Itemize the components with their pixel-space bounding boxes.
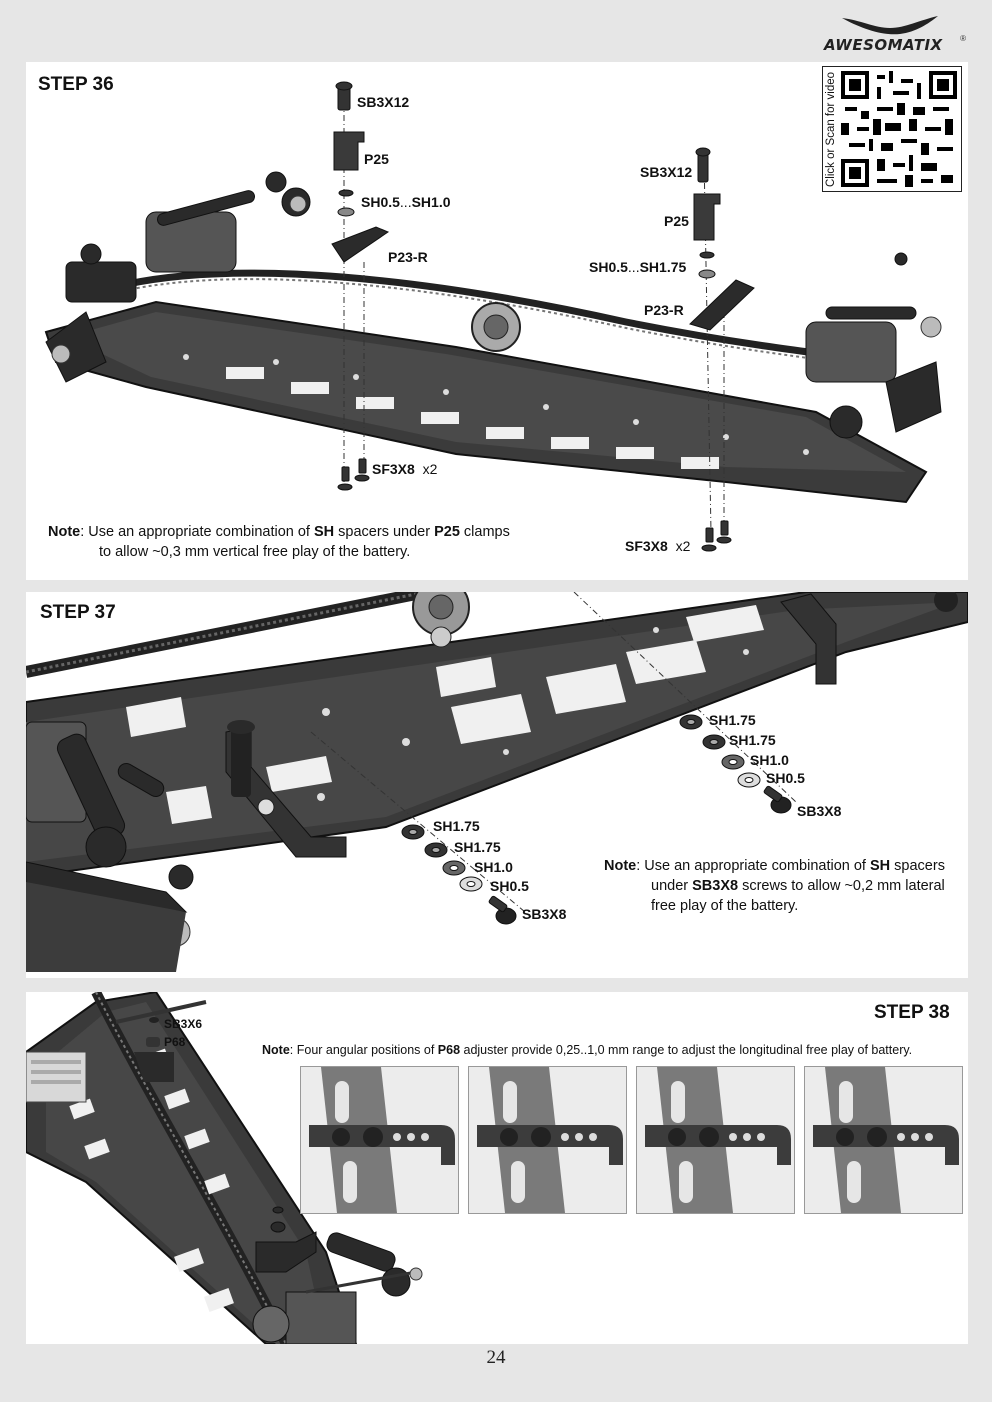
label-p68: P68 bbox=[164, 1035, 186, 1049]
label-right-stack-3: SH1.0 bbox=[750, 752, 789, 768]
label-left-stack-2: SH1.75 bbox=[454, 839, 501, 855]
qr-caption: Click or Scan for video bbox=[825, 71, 837, 187]
label-sh-right: SH0.5...SH1.75 bbox=[589, 259, 687, 275]
step-38-panel: STEP 38 SB3X6 P68 Note: Four angular pos… bbox=[26, 992, 968, 1344]
label-left-stack-4: SH0.5 bbox=[490, 878, 529, 894]
step-37-title: STEP 37 bbox=[40, 602, 116, 623]
page-number: 24 bbox=[486, 1347, 506, 1368]
step-37-note: Note: Use an appropriate combination of … bbox=[604, 858, 945, 914]
step-38-title: STEP 38 bbox=[874, 1002, 950, 1023]
label-sb3x12-left: SB3X12 bbox=[357, 94, 410, 110]
label-right-stack-1: SH1.75 bbox=[709, 712, 756, 728]
label-left-stack-1: SH1.75 bbox=[433, 818, 480, 834]
brand-name: AWESOMATIX bbox=[824, 36, 943, 54]
registered-mark: ® bbox=[960, 34, 966, 43]
label-sb3x12-right: SB3X12 bbox=[640, 164, 693, 180]
step-36-title: STEP 36 bbox=[38, 74, 114, 95]
label-right-stack-2: SH1.75 bbox=[729, 732, 776, 748]
label-right-stack-5: SB3X8 bbox=[797, 803, 842, 819]
brand-logo: AWESOMATIX ® bbox=[820, 14, 970, 56]
bird-logo-icon bbox=[842, 16, 938, 35]
label-p25-right: P25 bbox=[664, 213, 689, 229]
label-p23r-left: P23-R bbox=[388, 249, 428, 265]
label-sf3x8-right: SF3X8 x2 bbox=[625, 538, 691, 554]
p68-position-photo-1 bbox=[300, 1066, 459, 1214]
step-36-illustration bbox=[44, 81, 942, 552]
step-36-note: Note: Use an appropriate combination of … bbox=[48, 524, 510, 560]
video-qr-code[interactable]: Click or Scan for video bbox=[822, 66, 962, 192]
label-left-stack-3: SH1.0 bbox=[474, 859, 513, 875]
label-left-stack-5: SB3X8 bbox=[522, 906, 567, 922]
label-sh-left: SH0.5...SH1.0 bbox=[361, 194, 451, 210]
p68-position-photos bbox=[300, 1066, 964, 1214]
label-right-stack-4: SH0.5 bbox=[766, 770, 805, 786]
label-p23r-right: P23-R bbox=[644, 302, 684, 318]
label-p25-left: P25 bbox=[364, 151, 389, 167]
label-sb3x6: SB3X6 bbox=[164, 1017, 203, 1031]
p68-position-photo-4 bbox=[804, 1066, 963, 1214]
p68-position-photo-3 bbox=[636, 1066, 795, 1214]
label-sf3x8-left: SF3X8 x2 bbox=[372, 461, 438, 477]
step-38-note: Note: Four angular positions of P68 adju… bbox=[262, 1043, 913, 1057]
step-37-illustration bbox=[26, 592, 968, 972]
step-38-illustration bbox=[26, 992, 423, 1344]
p68-position-photo-2 bbox=[468, 1066, 627, 1214]
qr-code-icon bbox=[841, 71, 957, 187]
step-37-panel: STEP 37 SH1.75 SH1.75 SH1.0 SH0.5 SB3X8 … bbox=[26, 592, 968, 978]
step-36-panel: STEP 36 Click or Scan for video bbox=[26, 62, 968, 580]
